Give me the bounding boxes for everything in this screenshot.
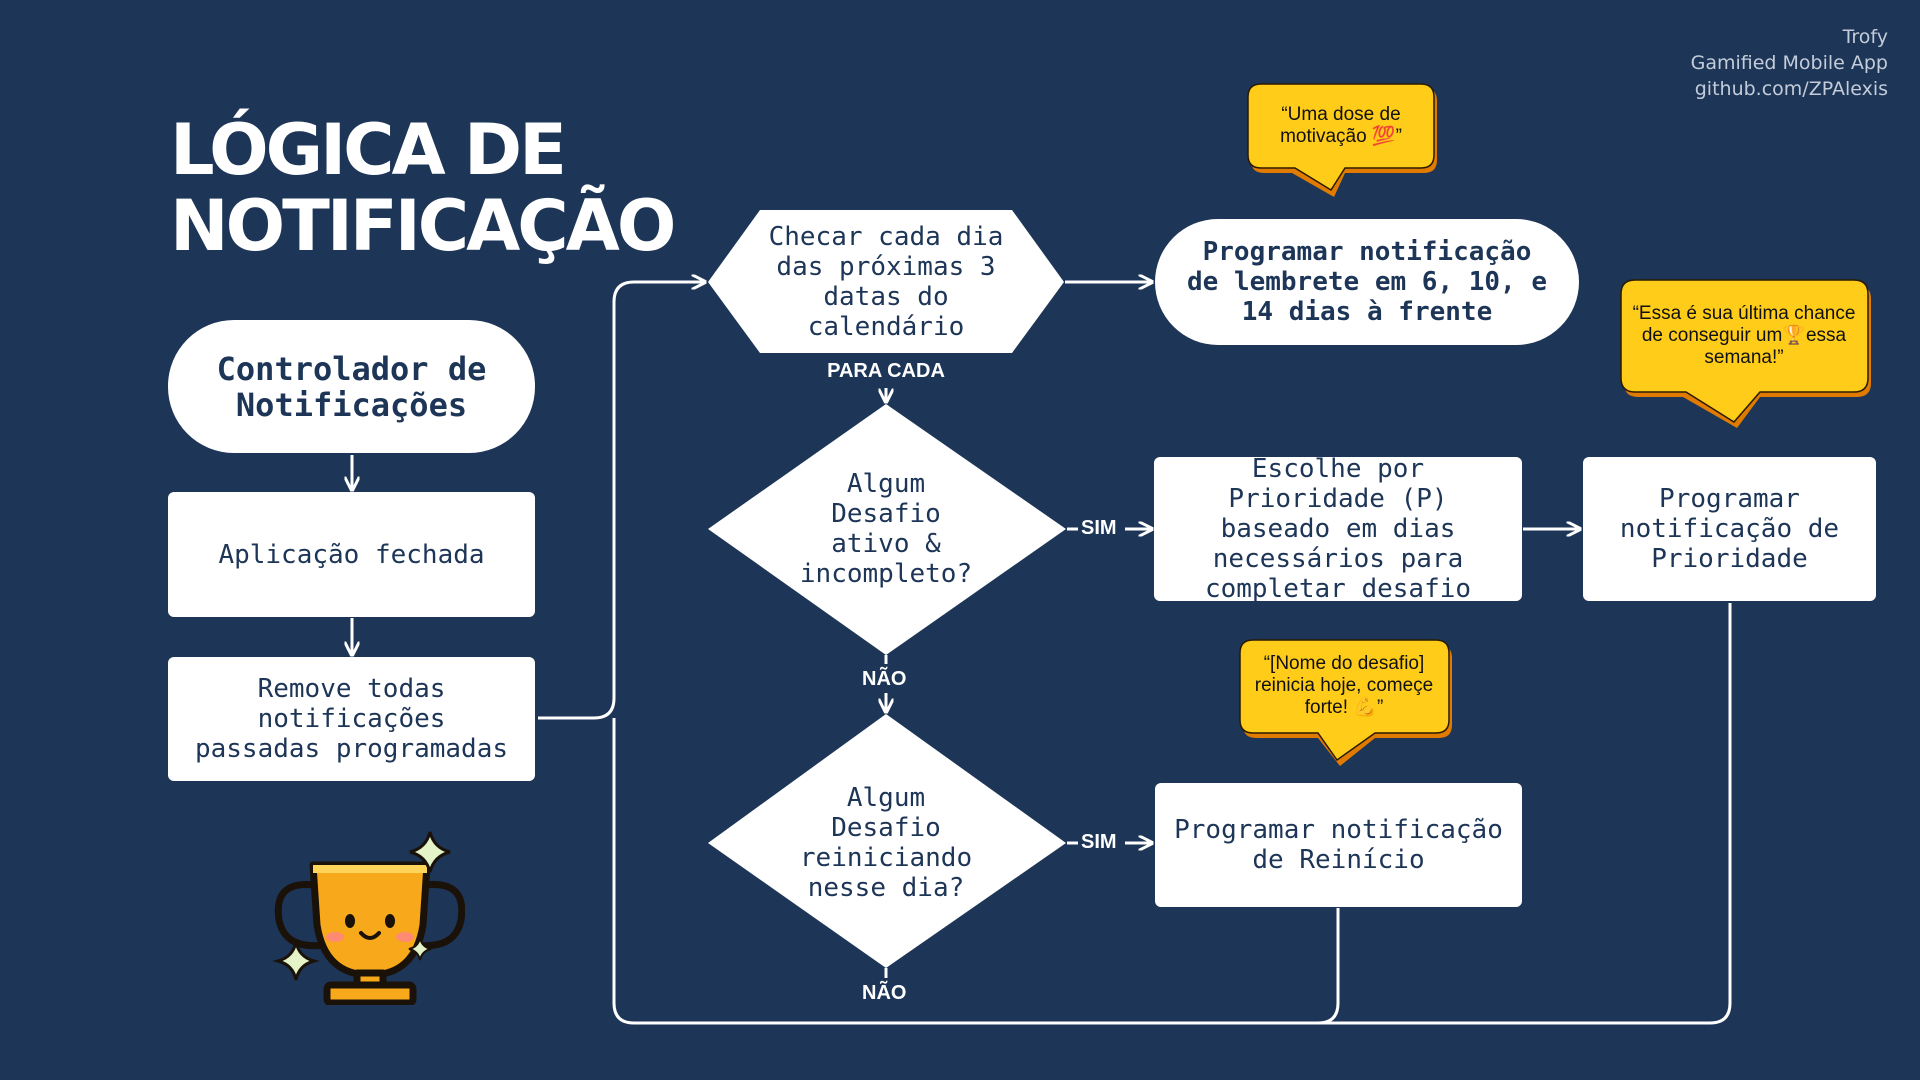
motivation-bubble (1247, 83, 1437, 197)
credits-repo-link[interactable]: github.com/ZPAlexis (1694, 78, 1888, 100)
yes-label-restart: SIM (1081, 831, 1117, 853)
active-challenge-diamond (708, 404, 1066, 655)
restarting-challenge-diamond (708, 714, 1066, 968)
reminder-notification-node: Programar notificação de lembrete em 6, … (1155, 219, 1579, 345)
motivation-bubble-text: “Uma dose de motivação 💯” (1280, 104, 1402, 147)
last-chance-bubble-text: “Essa é sua última chance de conseguir u… (1632, 303, 1856, 368)
page-title: LÓGICA DE NOTIFICAÇÃO (170, 109, 676, 267)
no-label-active: NÃO (862, 668, 907, 690)
restart-notification-node: Programar notificação de Reinício (1155, 783, 1522, 907)
controller-node: Controlador de Notificações (168, 320, 535, 453)
credits-subtitle: Gamified Mobile App (1690, 52, 1888, 74)
credits: Trofy Gamified Mobile App github.com/ZPA… (1691, 24, 1888, 102)
restarting-challenge-label: Algum Desafio reiniciando nesse dia? (799, 783, 973, 903)
restart-bubble (1239, 639, 1452, 766)
last-chance-bubble (1620, 279, 1871, 428)
priority-notification-node: Programar notificação de Prioridade (1583, 457, 1876, 601)
no-label-restart: NÃO (862, 982, 907, 1004)
check-days-label: Checar cada dia das próximas 3 datas do … (768, 222, 1004, 342)
choose-priority-node: Escolhe por Prioridade (P) baseado em di… (1154, 454, 1522, 604)
credits-app-name: Trofy (1842, 26, 1888, 48)
title-line-1: LÓGICA DE (170, 109, 567, 191)
title-line-2: NOTIFICAÇÃO (170, 185, 676, 267)
app-closed-node: Aplicação fechada (168, 492, 535, 617)
for-each-label: PARA CADA (827, 360, 945, 382)
yes-label-active: SIM (1081, 517, 1117, 539)
restart-bubble-text: “[Nome do desafio] reinicia hoje, começe… (1254, 653, 1434, 718)
remove-past-notifications-node: Remove todas notificações passadas progr… (168, 657, 535, 781)
active-challenge-label: Algum Desafio ativo & incompleto? (799, 469, 973, 589)
